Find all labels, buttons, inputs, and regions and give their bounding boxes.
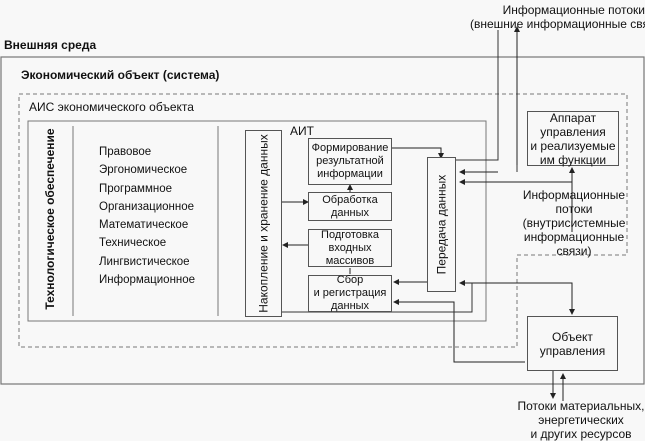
- formation-line: результатной: [316, 155, 384, 167]
- preparation-line: входных: [328, 241, 372, 254]
- arrow-object-to-collection: [393, 299, 525, 363]
- external-flows-label: Информационные потоки(внешние информацио…: [470, 3, 645, 31]
- formation-line: информации: [317, 168, 383, 180]
- external-flows-line: Информационные потоки: [502, 3, 645, 17]
- ait-title: АИТ: [290, 124, 314, 138]
- ais-inner-frame: [27, 120, 487, 322]
- tech-support-item-line: Организационное: [99, 200, 195, 213]
- arrow-formation-to-transfer: [391, 147, 444, 159]
- apparatus-line: и реализуемые: [530, 138, 616, 153]
- tech-support-item-line: Программное: [99, 182, 172, 195]
- processing-line: данных: [330, 206, 370, 219]
- formation-line: Формирование: [311, 142, 389, 154]
- ais-title: АИС экономического объекта: [29, 100, 194, 114]
- collection-line: и регистрация: [313, 287, 387, 299]
- resource-flows-line: Потоки материальных,: [517, 399, 645, 413]
- internal-flows-line: потоки: [555, 202, 593, 216]
- tech-support-item-line: Техническое: [99, 237, 167, 250]
- economic-object-frame: [0, 56, 645, 385]
- tech-support-item-line: Лингвистическое: [99, 255, 190, 268]
- collection-line: Сбор: [336, 274, 364, 286]
- line-transfer-external-out: [455, 30, 499, 161]
- tech-support-item-line: Математическое: [99, 219, 189, 232]
- tech-support-item-line: Правовое: [99, 146, 152, 158]
- internal-flows-line: связи): [556, 244, 592, 258]
- economic-object-title: Экономический объект (система): [21, 68, 220, 82]
- internal-flows-line: (внутрисистемные: [522, 216, 626, 230]
- apparatus-line: им функции: [539, 152, 607, 167]
- apparatus-line: Аппарат: [549, 110, 597, 125]
- storage-box: Накопление и хранение данных: [245, 130, 282, 317]
- ais-dashed-frame: [18, 93, 628, 348]
- collection-line: данных: [330, 300, 370, 312]
- internal-flows-line: информационные: [523, 230, 625, 244]
- line-storage-bottom: [270, 283, 473, 313]
- apparatus-line: управления: [540, 124, 606, 139]
- processing-line: Обработка: [322, 193, 378, 206]
- external-flows-line: (внешние информационные связи: [470, 17, 645, 31]
- storage-label: Накопление и хранение данных: [256, 134, 270, 313]
- managed-object-line: управления: [539, 343, 606, 358]
- resource-flows-line: и других ресурсов: [530, 427, 632, 441]
- resource-flows-line: энергетических: [538, 413, 624, 427]
- tech-support-item-line: Информационное: [99, 274, 196, 287]
- line-object-to-transfer: [459, 280, 573, 314]
- external-env-title: Внешняя среда: [4, 38, 97, 52]
- transfer-label: Передача данных: [434, 174, 448, 275]
- tech-support-title: Технологическое обеспечение: [43, 128, 57, 310]
- tech-support-item-line: Эргономическое: [99, 164, 188, 177]
- transfer-box: Передача данных: [427, 157, 456, 292]
- managed-object-line: Объект: [552, 329, 593, 344]
- internal-flows-line: Информационные: [522, 188, 626, 202]
- preparation-line: Подготовка: [321, 228, 379, 241]
- preparation-line: массивов: [325, 254, 375, 267]
